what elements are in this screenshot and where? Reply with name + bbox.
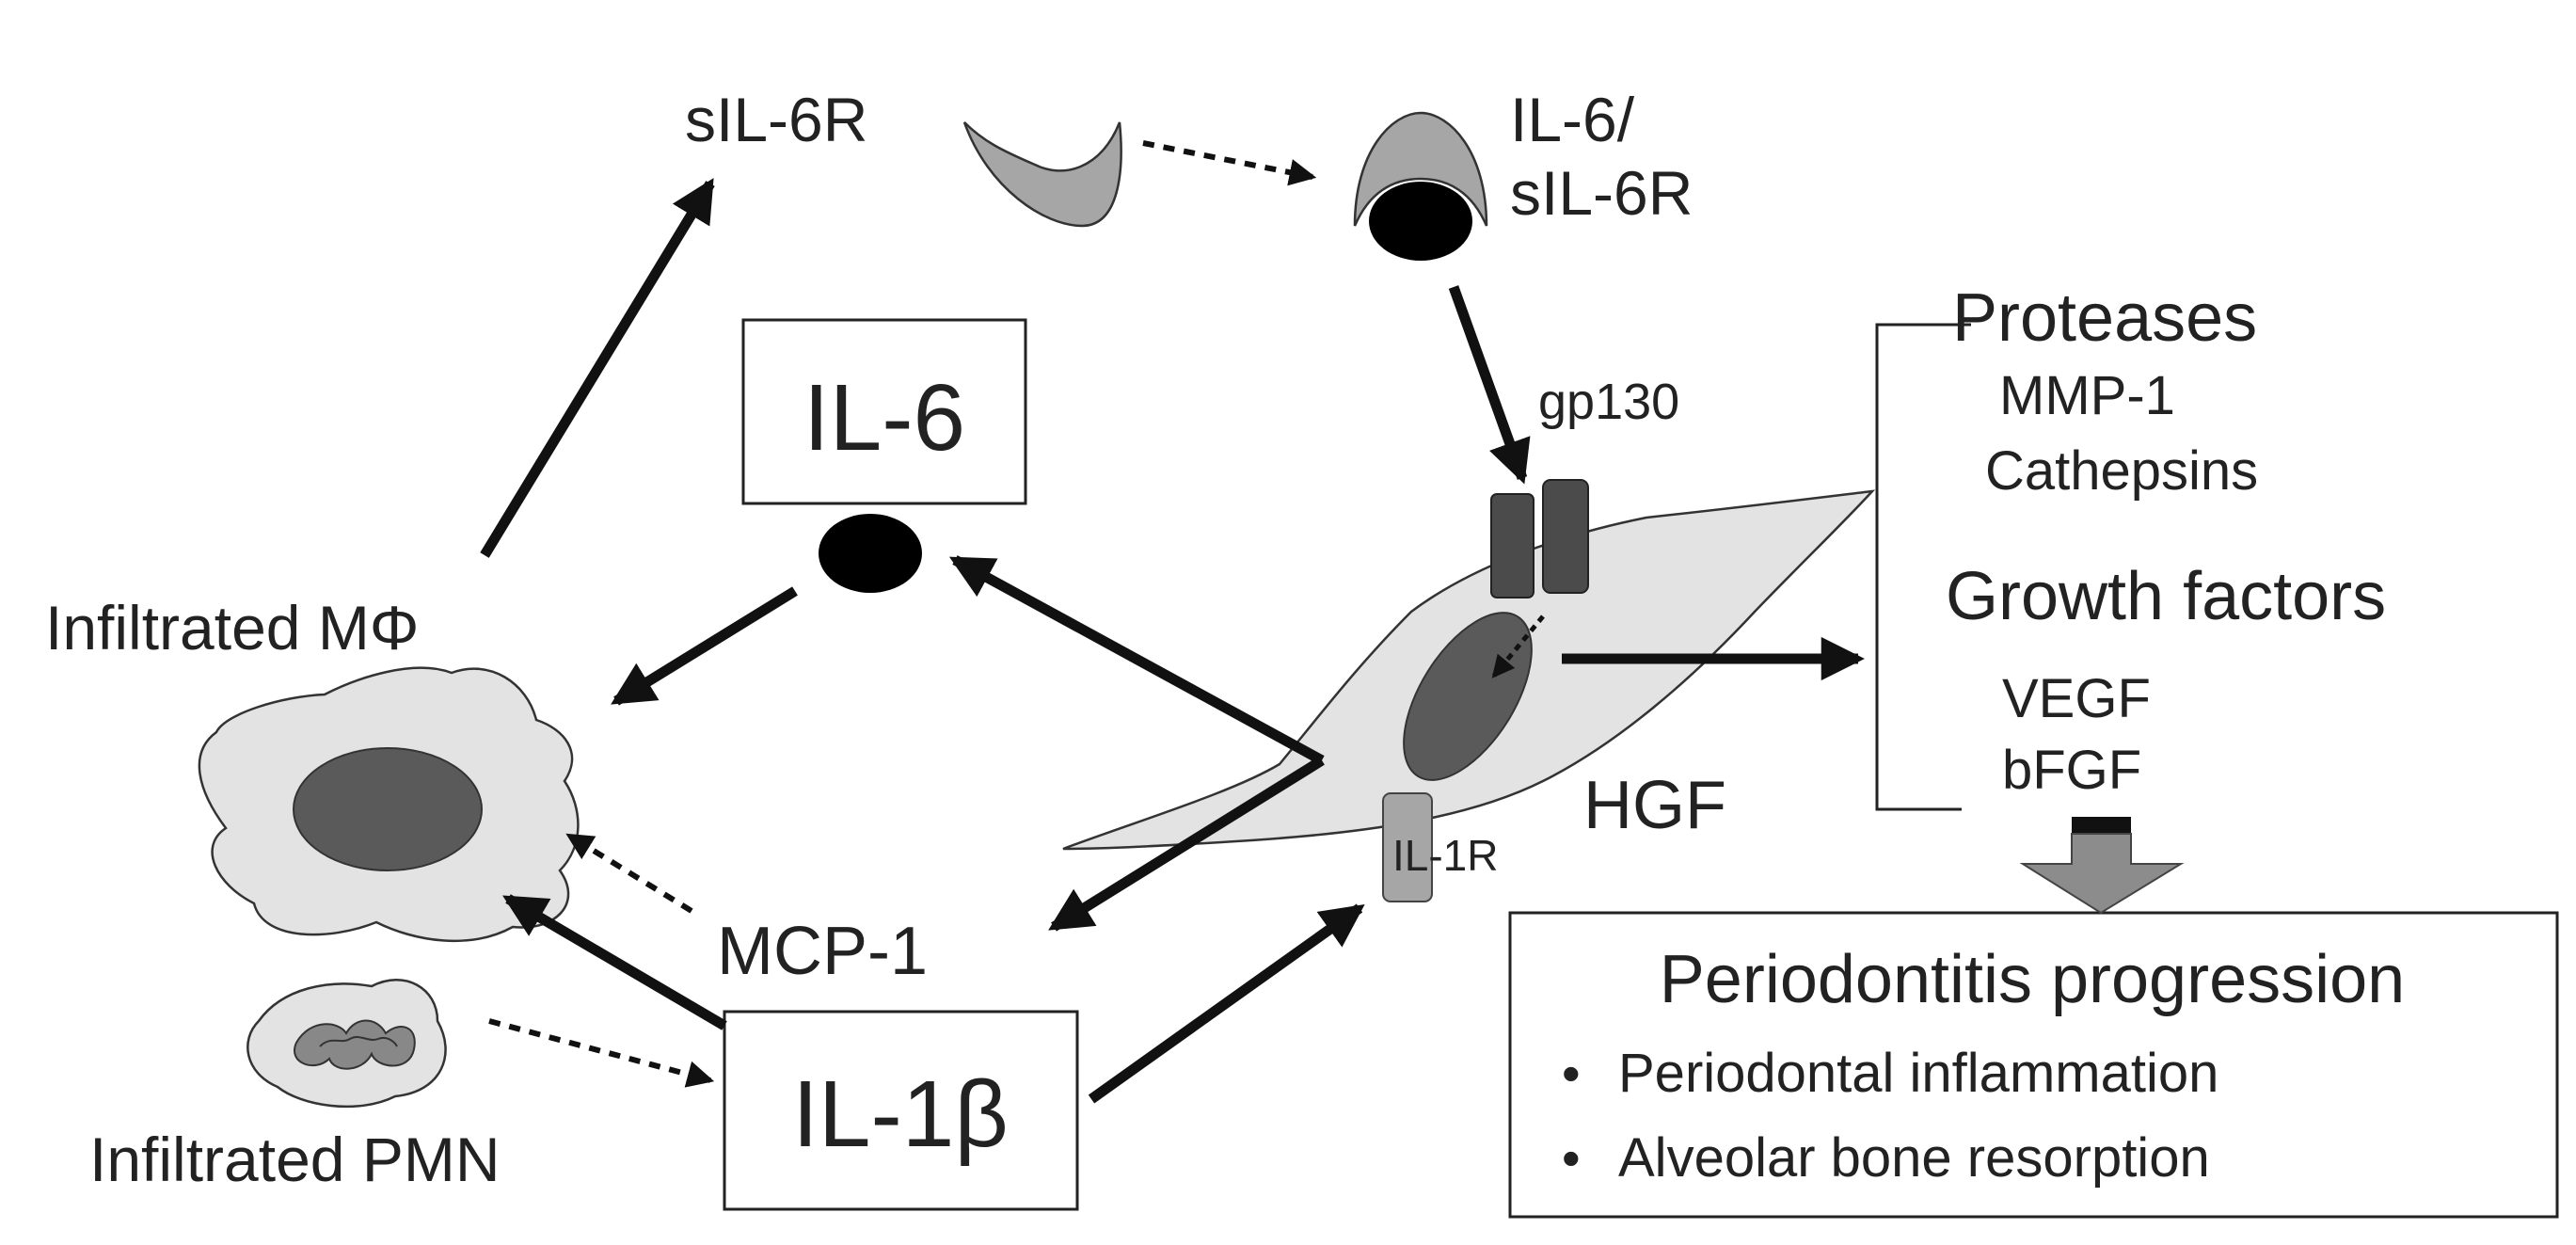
arrow-il1b-to-il1r [1088,903,1365,1104]
cathepsins-label: Cathepsins [1985,440,2258,502]
output-bracket [1875,323,1971,811]
il1r-receptor [1382,792,1433,902]
arrow-mcp1-to-mphi [565,833,693,914]
infiltrated-pmn-label: Infiltrated PMN [89,1125,500,1194]
gp130-receptor-right [1542,479,1589,594]
arrow-hgf-to-il6 [948,555,1325,765]
outcome-bullet: • [1562,1044,1581,1103]
sil6r-label: sIL-6R [685,85,867,154]
arrow-il6-to-mphi [611,586,798,706]
mcp1-label: MCP-1 [717,914,928,989]
growth-factors-label: Growth factors [1946,559,2386,634]
pmn-nucleus [294,1019,416,1070]
bfgf-label: bFGF [2002,740,2141,801]
arrow-gp130-to-nucleus [1491,615,1545,678]
pmn-nucleus-detail [319,1036,398,1047]
il6-ligand [819,514,922,593]
vegf-label: VEGF [2002,668,2151,729]
arrow-il1b-to-mphi [502,894,727,1030]
block-arrow-down [2019,833,2185,915]
block-arrow-cap [2072,817,2131,834]
outcome-box [1508,911,2559,1219]
outcome-item: Periodontal inflammation [1618,1043,2218,1104]
arrow-mphi-to-sil6r [480,178,715,558]
infiltrated-mphi-label: Infiltrated MΦ [45,593,419,662]
gp130-label: gp130 [1538,374,1679,430]
gp130-receptor-left [1490,493,1534,599]
hgf-label: HGF [1583,768,1726,843]
proteases-label: Proteases [1952,280,2257,356]
outcome-title: Periodontitis progression [1660,942,2405,1017]
arrow-complex-to-gp130 [1448,285,1531,485]
il6-sil6r-label-line2: sIL-6R [1510,158,1693,228]
il1r-label: IL-1R [1392,831,1498,880]
arrow-pmn-to-il1b [488,1018,715,1088]
il6-sil6r-complex-cap [1353,111,1488,227]
il6-sil6r-label-line1: IL-6/ [1510,85,1635,154]
il6-label: IL-6 [803,365,965,471]
outcome-bullet: • [1562,1128,1581,1188]
macrophage-nucleus [293,747,483,871]
outcome-item: Alveolar bone resorption [1618,1127,2210,1189]
arrow-hgf-to-mcp1 [1048,756,1325,932]
mmp1-label: MMP-1 [1999,365,2175,426]
il1b-label: IL-1β [792,1061,1009,1167]
sil6r-crescent-shape [962,121,1122,228]
il1b-box [723,1010,1079,1211]
il6-sil6r-complex-ligand [1369,182,1472,261]
arrow-sil6r-to-complex [1142,140,1317,186]
il6-box [741,318,1027,505]
